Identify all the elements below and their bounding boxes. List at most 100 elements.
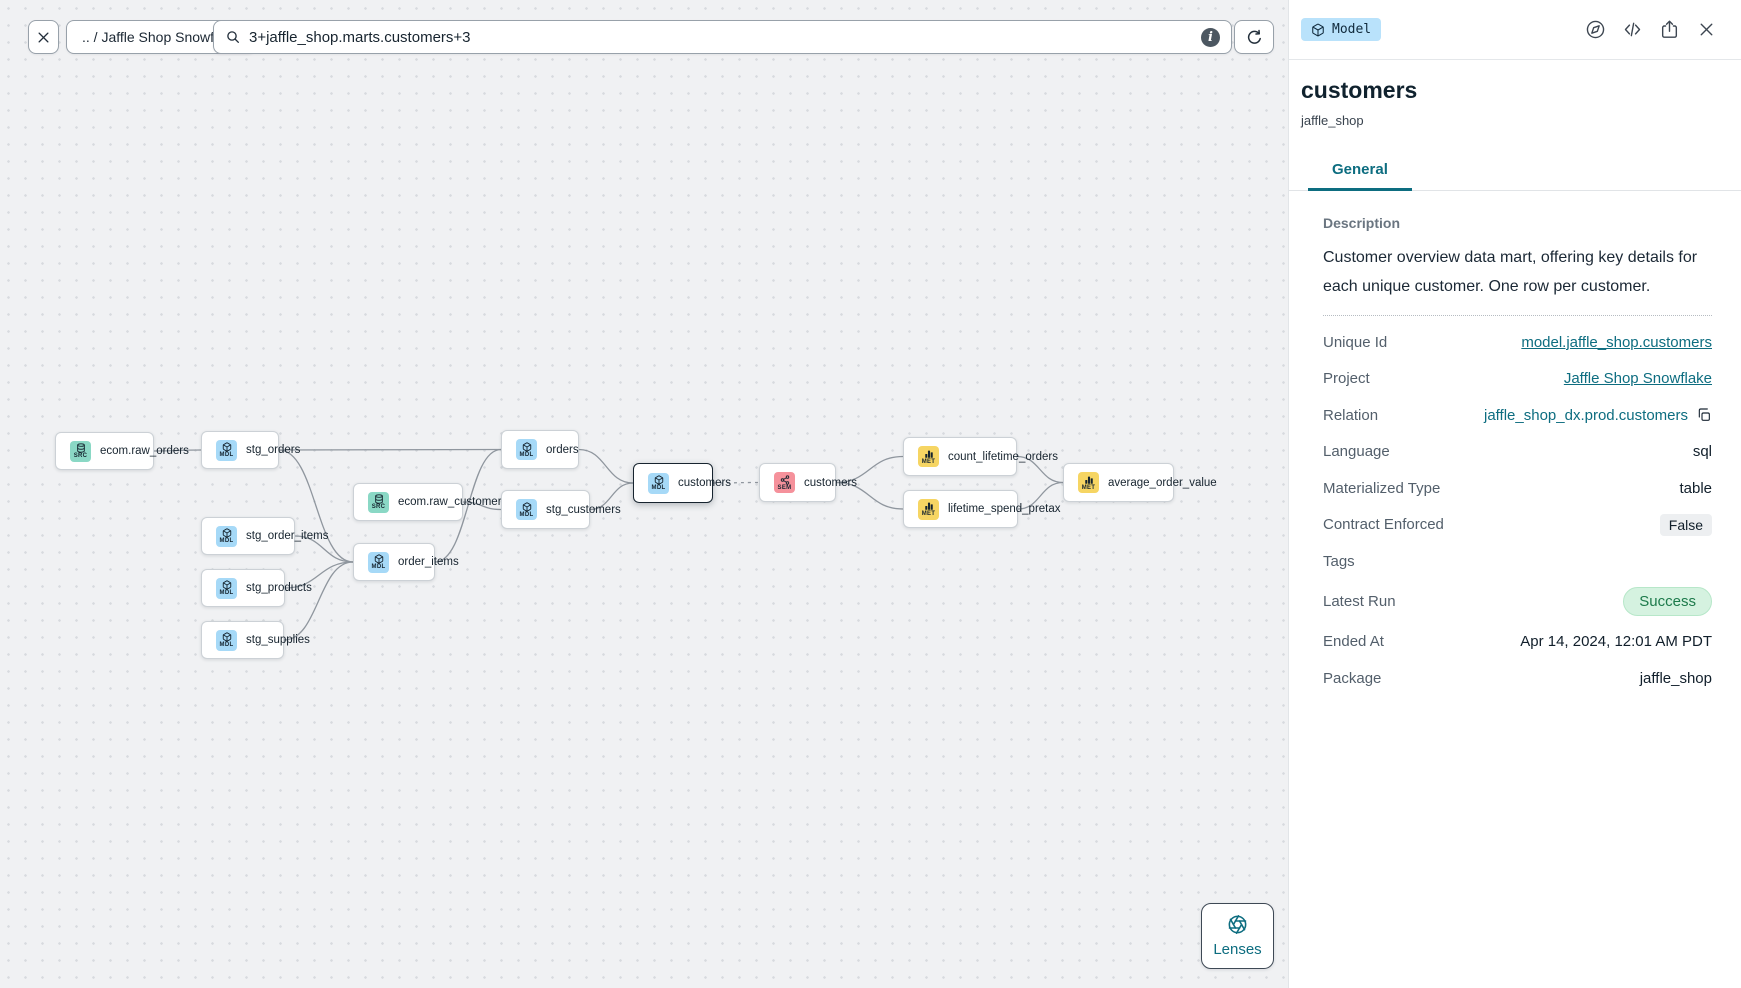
node-label: stg_order_items xyxy=(246,530,329,542)
cube-icon: MDL xyxy=(216,577,237,599)
node-label: stg_supplies xyxy=(246,634,310,646)
cube-icon: MDL xyxy=(216,525,237,547)
info-icon[interactable]: i xyxy=(1201,27,1220,47)
node-label: customers xyxy=(678,477,732,489)
node-label: order_items xyxy=(398,556,459,568)
graph-node-raw_customers[interactable]: SRC ecom.raw_customers xyxy=(353,483,507,521)
database-icon: SRC xyxy=(70,440,91,462)
field-value: Apr 14, 2024, 12:01 AM PDT xyxy=(1520,633,1712,651)
close-lineage-button[interactable] xyxy=(28,20,59,54)
resource-type-badge: Model xyxy=(1301,18,1382,41)
node-label: stg_customers xyxy=(546,503,621,516)
graph-node-lifetime_spend_pretax[interactable]: MET lifetime_spend_pretax xyxy=(903,490,1061,528)
field-row-contract-enforced: Contract Enforced False xyxy=(1323,507,1712,544)
field-value-link[interactable]: Jaffle Shop Snowflake xyxy=(1563,370,1712,388)
edge-stg_supplies-order_items xyxy=(283,561,354,641)
field-row-materialized-type: Materialized Type table xyxy=(1323,470,1712,507)
detail-panel: Model customers jaffle_shop General Desc… xyxy=(1288,0,1741,988)
field-value: table xyxy=(1679,479,1712,497)
lenses-button[interactable]: Lenses xyxy=(1201,903,1274,969)
metric-icon: MET xyxy=(918,446,939,467)
field-row-ended-at: Ended At Apr 14, 2024, 12:01 AM PDT xyxy=(1323,624,1712,661)
field-label: Unique Id xyxy=(1323,333,1388,351)
database-icon: SRC xyxy=(368,491,389,513)
node-label: stg_orders xyxy=(246,444,301,456)
node-label: ecom.raw_customers xyxy=(398,496,508,508)
node-label: lifetime_spend_pretax xyxy=(948,503,1061,515)
cube-icon: MDL xyxy=(216,629,237,651)
edge-orders-customers xyxy=(578,448,634,484)
close-panel-icon[interactable] xyxy=(1696,19,1717,40)
node-label: ecom.raw_orders xyxy=(100,445,189,457)
panel-header: Model xyxy=(1289,0,1741,60)
graph-node-stg_order_items[interactable]: MDL stg_order_items xyxy=(201,517,328,555)
cube-icon: MDL xyxy=(216,439,237,461)
field-row-package: Package jaffle_shop xyxy=(1323,660,1712,697)
graph-node-stg_orders[interactable]: MDL stg_orders xyxy=(201,431,300,469)
field-value: jaffle_shop xyxy=(1639,669,1712,687)
copy-icon[interactable] xyxy=(1696,407,1712,423)
aperture-icon xyxy=(1228,915,1247,934)
node-label: stg_products xyxy=(246,582,312,594)
graph-node-stg_products[interactable]: MDL stg_products xyxy=(201,569,312,607)
graph-node-stg_customers[interactable]: MDL stg_customers xyxy=(501,490,621,529)
field-value: sql xyxy=(1692,443,1712,461)
node-label: orders xyxy=(546,443,579,456)
lenses-label: Lenses xyxy=(1213,941,1262,958)
semantic-model-icon: SEM xyxy=(774,472,795,493)
contract-enforced-badge: False xyxy=(1659,513,1712,536)
page-title: customers xyxy=(1301,77,1418,103)
field-label: Tags xyxy=(1323,552,1355,570)
cube-icon: MDL xyxy=(516,439,537,460)
field-row-unique-id: Unique Id model.jaffle_shop.customers xyxy=(1323,324,1712,361)
field-label: Materialized Type xyxy=(1323,479,1441,497)
graph-node-raw_orders[interactable]: SRC ecom.raw_orders xyxy=(55,432,189,470)
cube-icon: MDL xyxy=(368,551,389,573)
code-icon[interactable] xyxy=(1622,19,1643,40)
field-row-relation: Relation jaffle_shop_dx.prod.customers xyxy=(1323,397,1712,434)
field-label: Project xyxy=(1323,370,1370,388)
compass-icon[interactable] xyxy=(1585,19,1606,40)
graph-node-order_items[interactable]: MDL order_items xyxy=(353,543,459,581)
field-row-project: Project Jaffle Shop Snowflake xyxy=(1323,361,1712,398)
node-label: customers xyxy=(804,476,858,489)
refresh-icon xyxy=(1247,29,1261,44)
description-label: Description xyxy=(1323,215,1401,231)
panel-tabs: General xyxy=(1289,152,1741,191)
edge-stg_orders-orders xyxy=(278,448,502,451)
field-value-link[interactable]: jaffle_shop_dx.prod.customers xyxy=(1483,406,1688,424)
refresh-button[interactable] xyxy=(1234,20,1274,54)
cube-icon xyxy=(1312,23,1324,36)
graph-node-stg_supplies[interactable]: MDL stg_supplies xyxy=(201,621,310,659)
close-icon xyxy=(38,32,49,42)
node-label: count_lifetime_orders xyxy=(948,450,1058,463)
field-value-link[interactable]: model.jaffle_shop.customers xyxy=(1521,333,1712,351)
field-label: Contract Enforced xyxy=(1323,516,1444,534)
search-bar[interactable]: i xyxy=(213,20,1232,54)
field-label: Ended At xyxy=(1323,633,1384,651)
graph-node-orders[interactable]: MDL orders xyxy=(501,430,579,469)
field-row-language: Language sql xyxy=(1323,434,1712,471)
node-label: average_order_value xyxy=(1108,476,1217,489)
field-label: Language xyxy=(1323,443,1390,461)
search-icon xyxy=(227,31,239,43)
field-label: Latest Run xyxy=(1323,593,1396,610)
graph-node-count_lifetime_orders[interactable]: MET count_lifetime_orders xyxy=(903,437,1058,476)
metric-icon: MET xyxy=(918,498,939,520)
resource-type-label: Model xyxy=(1332,22,1372,37)
share-icon[interactable] xyxy=(1659,19,1680,40)
metric-icon: MET xyxy=(1078,472,1099,493)
divider xyxy=(1323,315,1712,316)
tab-general[interactable]: General xyxy=(1308,152,1412,191)
graph-node-customers_sem[interactable]: SEM customers xyxy=(759,463,857,502)
cube-icon: MDL xyxy=(516,499,537,520)
graph-node-average_order_value[interactable]: MET average_order_value xyxy=(1063,463,1217,502)
field-label: Package xyxy=(1323,669,1382,687)
field-label: Relation xyxy=(1323,406,1379,424)
package-subtitle: jaffle_shop xyxy=(1301,113,1364,128)
search-input[interactable] xyxy=(249,28,1193,46)
